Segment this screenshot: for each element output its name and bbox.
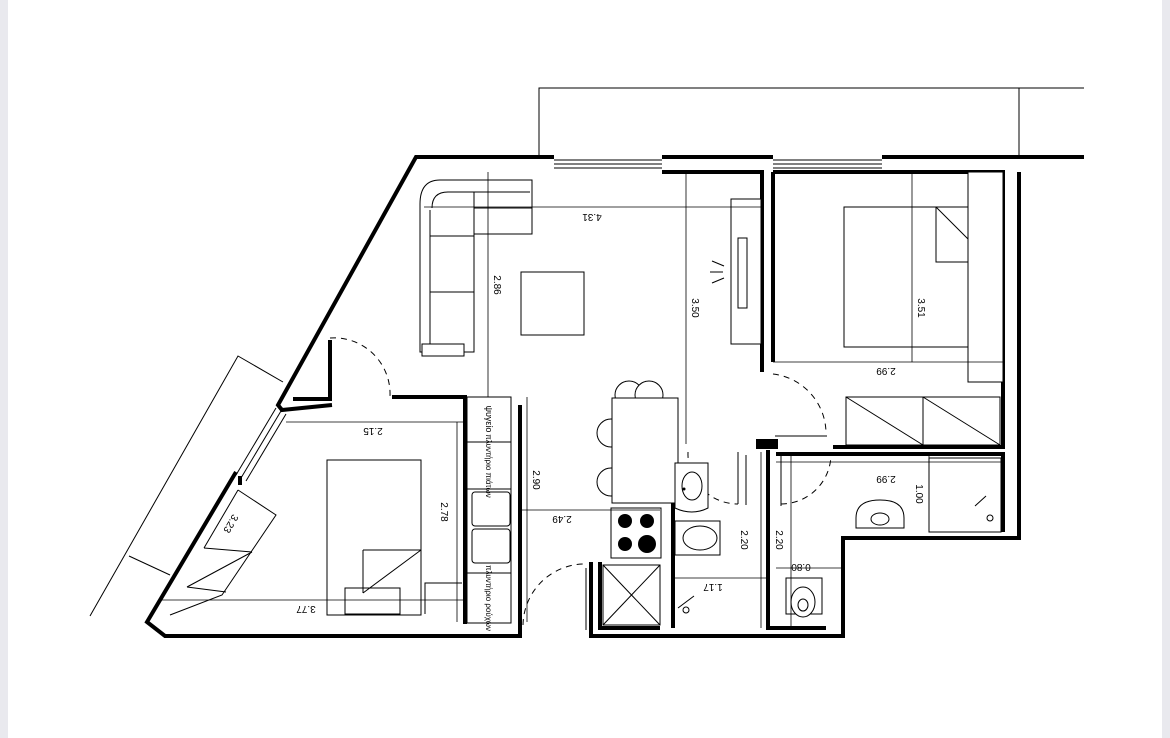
dim-living-depth: 2.86	[491, 275, 502, 295]
l-sofa	[419, 179, 533, 357]
label-fridge: ψυγείο	[484, 406, 494, 433]
dim-wc-height: 2.20	[773, 530, 784, 550]
kitchen-counter	[466, 396, 512, 624]
bedroom1-furniture	[843, 171, 1004, 446]
window-top-bedroom	[773, 159, 882, 169]
door-bath1	[687, 451, 739, 505]
dimension-lines	[162, 172, 1003, 628]
coffee-table	[520, 271, 585, 336]
dim-corridor-length: 3.50	[689, 298, 700, 318]
dim-bedroom2-width: 2.15	[363, 425, 383, 436]
bath1-fixtures	[602, 462, 721, 626]
door-entrance	[522, 563, 587, 630]
dim-bedroom1-depth: 3.51	[915, 298, 926, 318]
door-bath2	[780, 453, 832, 506]
door-bedroom2	[329, 337, 391, 397]
column	[756, 439, 778, 449]
label-washer: πλυντήριο ρούχων	[484, 565, 493, 631]
dim-bedroom2-depth: 2.78	[438, 502, 449, 522]
dim-bedroom1-width: 2.99	[876, 365, 896, 376]
window-left-bedroom	[235, 407, 287, 482]
door-bedroom1	[772, 373, 827, 437]
top-balcony	[538, 87, 1084, 156]
cooktop	[610, 507, 662, 559]
left-balcony	[89, 355, 284, 617]
label-dishwasher: πλυντήριο πιάτων	[484, 434, 493, 498]
tv-unit	[710, 198, 762, 345]
window-top-living	[554, 159, 662, 169]
dim-living-width: 4.31	[582, 211, 602, 222]
dim-bath1-height: 2.20	[738, 530, 749, 550]
dim-bedroom2-bottom: 3.77	[296, 603, 316, 614]
dim-bath1-width: 1.17	[703, 581, 723, 592]
dining-set	[596, 380, 679, 504]
drawing-sheet: 4.31 2.86 3.50 3.51 2.99 2.15 2.78 3.23 …	[8, 0, 1162, 738]
dim-bath2-width: 2.99	[876, 473, 896, 484]
walls	[144, 155, 1084, 638]
appliance-labels: ψυγείο πλυντήριο πιάτων πλυντήριο ρούχων	[484, 406, 494, 631]
dim-kitchen-width: 2.49	[552, 513, 572, 524]
bath2-fixtures	[855, 457, 1002, 533]
dim-bath2-depth: 1.00	[913, 484, 924, 504]
dimension-labels: 4.31 2.86 3.50 3.51 2.99 2.15 2.78 3.23 …	[220, 211, 926, 614]
dim-kitchen-length: 2.90	[530, 470, 541, 490]
floor-plan: 4.31 2.86 3.50 3.51 2.99 2.15 2.78 3.23 …	[89, 87, 1084, 638]
wc-fixtures	[785, 577, 823, 618]
bedroom2-furniture	[169, 459, 462, 616]
dim-wc-width: 0.80	[791, 561, 811, 572]
